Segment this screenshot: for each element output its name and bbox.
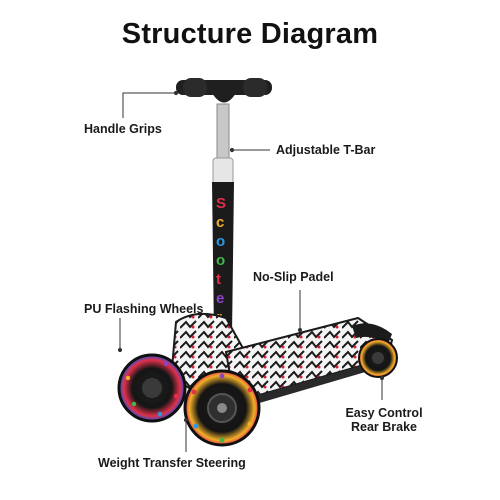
diagram-title: Structure Diagram bbox=[121, 18, 379, 50]
t-bar-clamp bbox=[212, 157, 234, 185]
label-rear-brake: Easy Control Rear Brake bbox=[338, 406, 430, 434]
leader-handle-grips bbox=[122, 92, 176, 118]
svg-text:o: o bbox=[216, 252, 225, 269]
svg-text:e: e bbox=[216, 290, 224, 307]
svg-text:S: S bbox=[216, 195, 226, 212]
label-rear-brake-line1: Easy Control bbox=[345, 406, 423, 420]
wheel-led-dots-right bbox=[191, 373, 253, 443]
leader-lines bbox=[117, 90, 385, 452]
left-grip bbox=[183, 78, 207, 97]
deck-edge bbox=[232, 358, 388, 404]
label-rear-brake-line2: Rear Brake bbox=[350, 420, 417, 434]
label-handle-grips: Handle Grips bbox=[84, 122, 162, 136]
svg-text:c: c bbox=[216, 214, 224, 231]
label-steering: Weight Transfer Steering bbox=[98, 456, 246, 470]
svg-text:t: t bbox=[216, 271, 221, 288]
handlebar bbox=[176, 78, 272, 103]
svg-text:o: o bbox=[216, 233, 225, 250]
wheel-led-dots-left bbox=[125, 361, 179, 417]
right-grip bbox=[243, 78, 267, 97]
label-padel: No-Slip Padel bbox=[253, 270, 334, 284]
t-bar-upper bbox=[216, 103, 230, 163]
label-t-bar: Adjustable T-Bar bbox=[276, 143, 376, 157]
label-wheels: PU Flashing Wheels bbox=[84, 302, 204, 316]
stem bbox=[212, 182, 234, 335]
